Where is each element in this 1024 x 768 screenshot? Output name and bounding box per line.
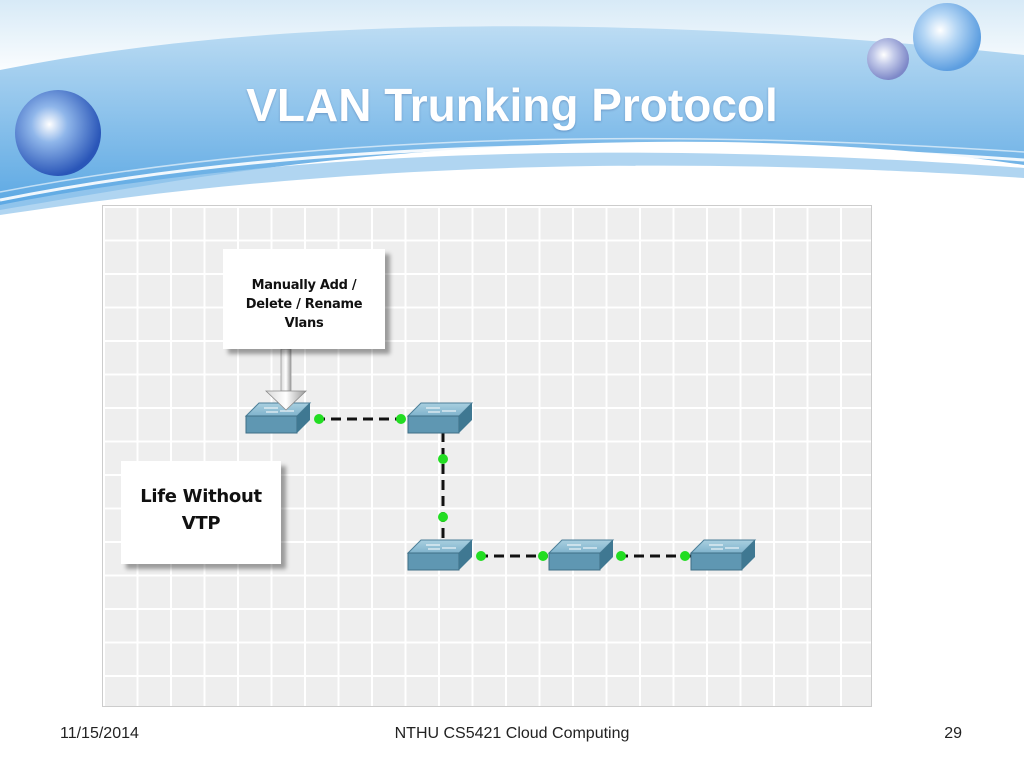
- switch-icon[interactable]: [689, 539, 757, 571]
- slide-title: VLAN Trunking Protocol: [246, 79, 778, 131]
- callout-line: Manually Add /: [251, 278, 357, 293]
- callout-line: Vlans: [284, 316, 324, 331]
- vtp-diagram: Manually Add / Delete / Rename Vlans Lif…: [102, 205, 872, 707]
- manual-vlan-callout: Manually Add / Delete / Rename Vlans: [223, 249, 385, 349]
- port-dot: [616, 551, 626, 561]
- port-dot: [396, 414, 406, 424]
- port-dot: [476, 551, 486, 561]
- port-dot: [438, 454, 448, 464]
- footer-page-number: 29: [944, 725, 962, 742]
- switch-icon[interactable]: [547, 539, 615, 571]
- callout-line: Delete / Rename: [245, 297, 363, 312]
- header-banner: [0, 0, 1024, 215]
- port-dot: [438, 512, 448, 522]
- port-dot: [680, 551, 690, 561]
- callout-arrow-icon: [264, 348, 308, 411]
- trunk-links: [315, 417, 691, 558]
- switch-icon[interactable]: [244, 402, 312, 434]
- port-dot: [538, 551, 548, 561]
- link-ports: [314, 414, 690, 561]
- network-topology: [244, 348, 757, 571]
- footer-course: NTHU CS5421 Cloud Computing: [394, 725, 630, 742]
- life-without-vtp-callout: Life Without VTP: [121, 461, 281, 564]
- callout-line: Life Without: [140, 486, 262, 507]
- callout-line: VTP: [181, 513, 221, 534]
- switch-icon[interactable]: [406, 402, 474, 434]
- port-dot: [314, 414, 324, 424]
- switch-icon[interactable]: [406, 539, 474, 571]
- footer-date: 11/15/2014: [60, 725, 139, 742]
